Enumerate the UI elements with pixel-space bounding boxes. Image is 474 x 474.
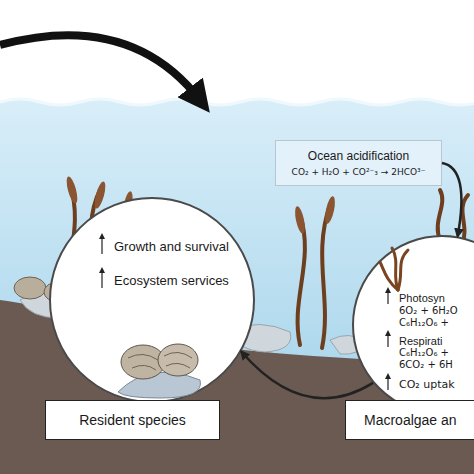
process-circle: Photosyn6O₂ + 6H₂OC₆H₁₂O₆ +RespiratiC₆H₁… — [352, 235, 474, 415]
node-text: Growth and survival — [114, 239, 229, 254]
node-text: Photosyn — [399, 292, 445, 305]
label-box: Macroalgae an — [345, 400, 474, 440]
node-text: C₆H₁₂O₆ + — [399, 347, 449, 359]
macroalgae-sprig — [380, 248, 408, 290]
effect-circle: Growth and survivalEcosystem services — [49, 197, 255, 403]
flow-connector — [442, 163, 461, 236]
node-text: CO₂ + H₂O + CO²⁻₃ → 2HCO³⁻ — [292, 167, 426, 178]
process-box: Ocean acidificationCO₂ + H₂O + CO²⁻₃ → 2… — [275, 140, 442, 186]
node-text: Macroalgae an — [364, 412, 457, 428]
node-text: Ocean acidification — [308, 149, 409, 163]
node-text: Resident species — [79, 412, 186, 428]
node-text: CO₂ uptak — [399, 378, 455, 391]
node-text: Ecosystem services — [114, 273, 229, 288]
node-text: Respirati — [399, 335, 442, 348]
increase-arrows — [102, 236, 388, 390]
water-surface — [0, 99, 474, 105]
node-text: 6CO₂ + 6H — [399, 359, 453, 371]
label-box: Resident species — [45, 400, 220, 440]
oyster-cluster — [118, 344, 201, 398]
node-text: C₆H₁₂O₆ + — [399, 317, 449, 329]
flow-connector — [241, 352, 373, 399]
node-text: 6O₂ + 6H₂O — [399, 305, 458, 317]
flow-arrow — [0, 35, 200, 100]
